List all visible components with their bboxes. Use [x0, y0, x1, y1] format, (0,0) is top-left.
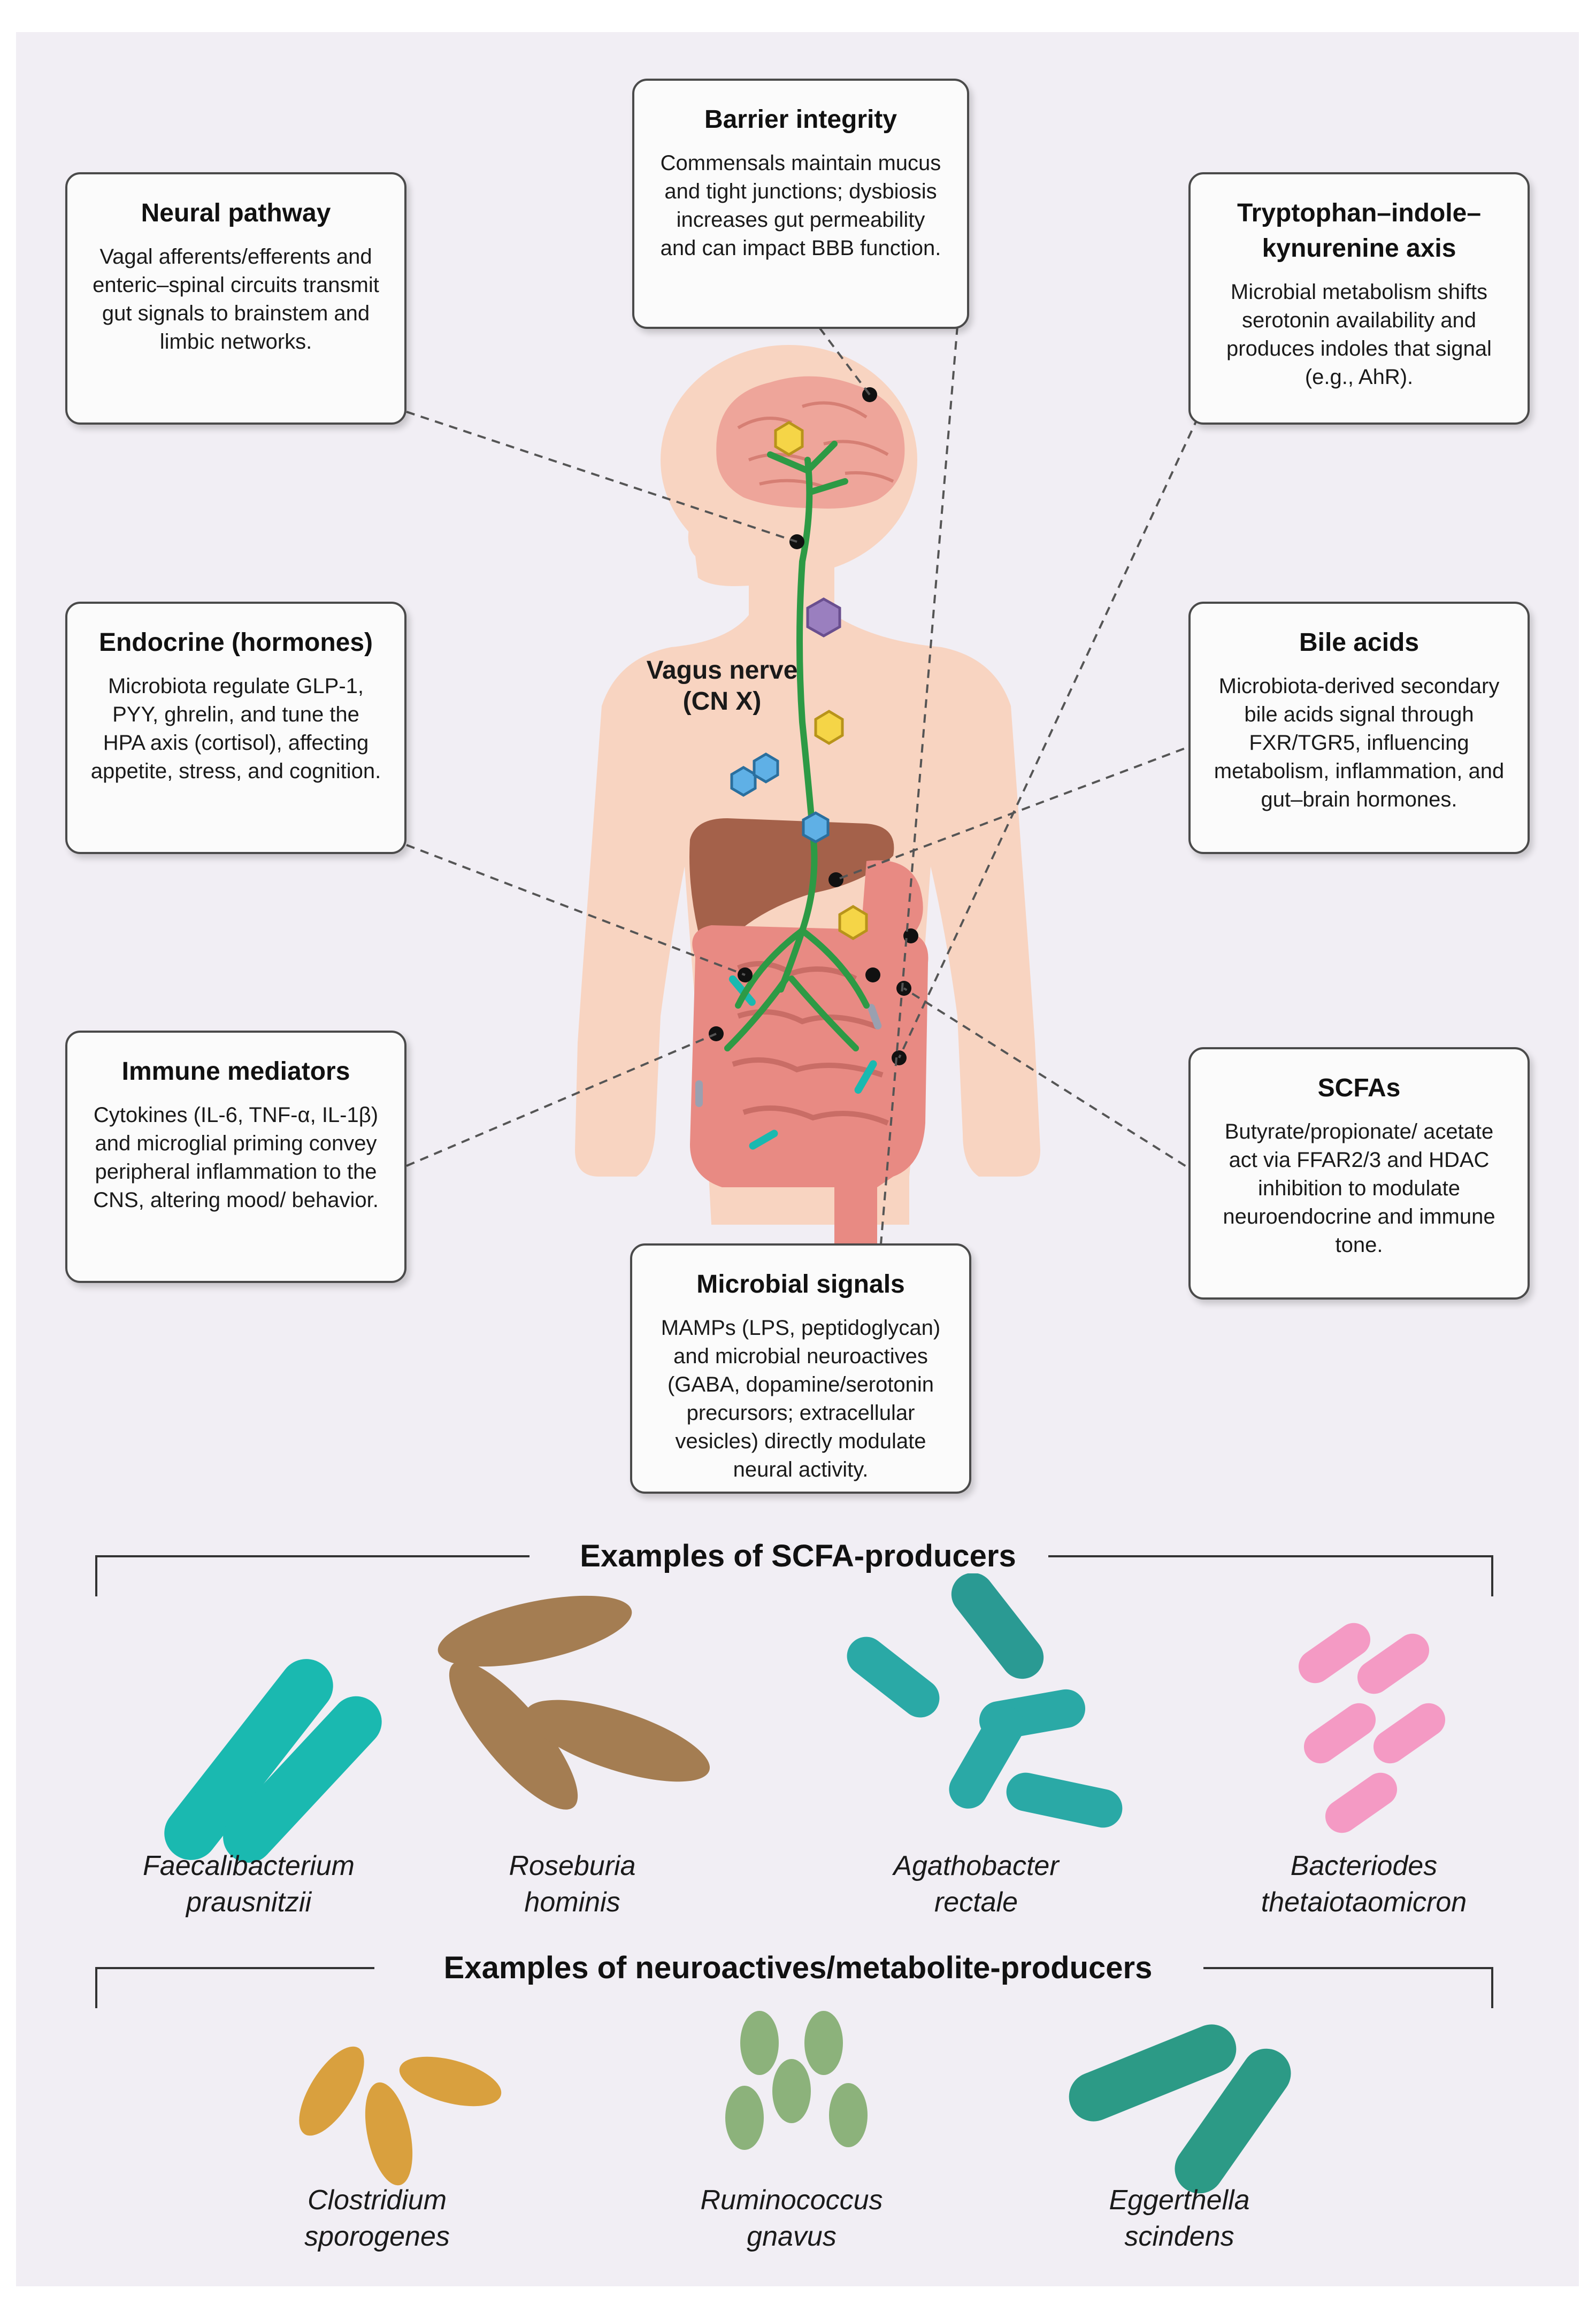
- bile-acids-text: Microbiota-derived secondary bile acids …: [1214, 674, 1505, 811]
- species-label-bacteroides-species: thetaiotaomicron: [1261, 1887, 1467, 1918]
- species-label-ruminococcus-genus: Ruminococcus: [700, 2185, 883, 2216]
- clostridium-bacteria-icon: [299, 2046, 502, 2186]
- eggerthella-bacteria-icon: [1069, 2024, 1291, 2194]
- immune-mediators-text: Cytokines (IL-6, TNF-α, IL-1β) and micro…: [93, 1103, 379, 1212]
- microbial-signals-text: MAMPs (LPS, peptidoglycan) and microbial…: [661, 1316, 941, 1481]
- roseburia-bacteria-icon: [438, 1595, 710, 1810]
- species-label-agathobacter: Agathobacter rectale: [810, 1848, 1142, 1920]
- bile-acids-title: Bile acids: [1299, 628, 1419, 657]
- endocrine-text: Microbiota regulate GLP-1, PYY, ghrelin,…: [90, 674, 381, 783]
- species-label-ruminococcus: Ruminococcus gnavus: [626, 2182, 957, 2255]
- vagus-nerve-label: Vagus nerve (CN X): [631, 655, 813, 717]
- species-label-agathobacter-species: rectale: [934, 1887, 1018, 1918]
- barrier-integrity-text: Commensals maintain mucus and tight junc…: [660, 151, 941, 260]
- vagus-nerve-illustration: [724, 441, 870, 1051]
- species-label-roseburia: Roseburia hominis: [406, 1848, 738, 1920]
- bacteroides-bacteria-icon: [1298, 1623, 1446, 1833]
- species-label-agathobacter-genus: Agathobacter: [893, 1850, 1059, 1881]
- endocrine-box: Endocrine (hormones) Microbiota regulate…: [65, 602, 406, 854]
- leader-lines: [406, 325, 1199, 1289]
- barrier-integrity-title: Barrier integrity: [704, 105, 897, 134]
- species-label-faecalibacterium-species: prausnitzii: [186, 1887, 312, 1918]
- species-label-bacteroides: Bacteriodes thetaiotaomicron: [1198, 1848, 1530, 1920]
- barrier-integrity-box: Barrier integrity Commensals maintain mu…: [632, 79, 969, 329]
- ruminococcus-bacteria-icon: [725, 2011, 868, 2150]
- species-label-eggerthella: Eggerthella scindens: [1014, 2182, 1345, 2255]
- immune-mediators-title: Immune mediators: [121, 1057, 350, 1086]
- neural-pathway-text: Vagal afferents/efferents and enteric–sp…: [93, 245, 379, 354]
- intestines-illustration: [690, 860, 929, 1290]
- species-label-clostridium: Clostridium sporogenes: [211, 2182, 543, 2255]
- tryptophan-axis-text: Microbial metabolism shifts serotonin av…: [1226, 280, 1492, 389]
- scfa-producers-title: Examples of SCFA-producers: [564, 1539, 1032, 1573]
- species-label-roseburia-genus: Roseburia: [509, 1850, 636, 1881]
- tryptophan-axis-box: Tryptophan–indole– kynurenine axis Micro…: [1188, 172, 1530, 425]
- scfas-box: SCFAs Butyrate/propionate/ acetate act v…: [1188, 1047, 1530, 1300]
- neuroactive-producers-heading: Examples of neuroactives/metabolite-prod…: [0, 1947, 1596, 1989]
- vagus-nerve-label-line1: Vagus nerve: [646, 656, 798, 685]
- neuroactive-section-bracket: [95, 1967, 1493, 2008]
- species-label-faecalibacterium-genus: Faecalibacterium: [143, 1850, 355, 1881]
- scfas-text: Butyrate/propionate/ acetate act via FFA…: [1223, 1120, 1495, 1257]
- neural-pathway-box: Neural pathway Vagal afferents/efferents…: [65, 172, 406, 425]
- vagus-nerve-label-line2: (CN X): [682, 687, 762, 716]
- signaling-molecules: [730, 421, 868, 940]
- liver-illustration: [689, 818, 894, 948]
- bile-acids-box: Bile acids Microbiota-derived secondary …: [1188, 602, 1530, 854]
- species-label-bacteroides-genus: Bacteriodes: [1290, 1850, 1438, 1881]
- neuroactive-producers-title: Examples of neuroactives/metabolite-prod…: [427, 1950, 1169, 1985]
- species-label-faecalibacterium: Faecalibacterium prausnitzii: [83, 1848, 415, 1920]
- species-label-eggerthella-species: scindens: [1124, 2221, 1234, 2252]
- agathobacter-bacteria-icon: [847, 1572, 1123, 1828]
- microbial-signals-title: Microbial signals: [696, 1270, 905, 1299]
- immune-mediators-box: Immune mediators Cytokines (IL-6, TNF-α,…: [65, 1031, 406, 1283]
- scfas-title: SCFAs: [1317, 1074, 1401, 1102]
- species-label-eggerthella-genus: Eggerthella: [1109, 2185, 1250, 2216]
- species-label-clostridium-genus: Clostridium: [307, 2185, 447, 2216]
- endocrine-title: Endocrine (hormones): [98, 628, 373, 657]
- scfa-producers-heading: Examples of SCFA-producers: [0, 1535, 1596, 1578]
- species-label-clostridium-species: sporogenes: [304, 2221, 450, 2252]
- species-label-roseburia-species: hominis: [524, 1887, 620, 1918]
- microbial-signals-box: Microbial signals MAMPs (LPS, peptidogly…: [630, 1243, 971, 1494]
- scfa-section-bracket: [95, 1555, 1493, 1596]
- species-label-ruminococcus-species: gnavus: [747, 2221, 837, 2252]
- faecalibacterium-bacteria-icon: [164, 1659, 382, 1863]
- tryptophan-axis-title: Tryptophan–indole– kynurenine axis: [1237, 199, 1482, 263]
- neural-pathway-title: Neural pathway: [141, 199, 331, 227]
